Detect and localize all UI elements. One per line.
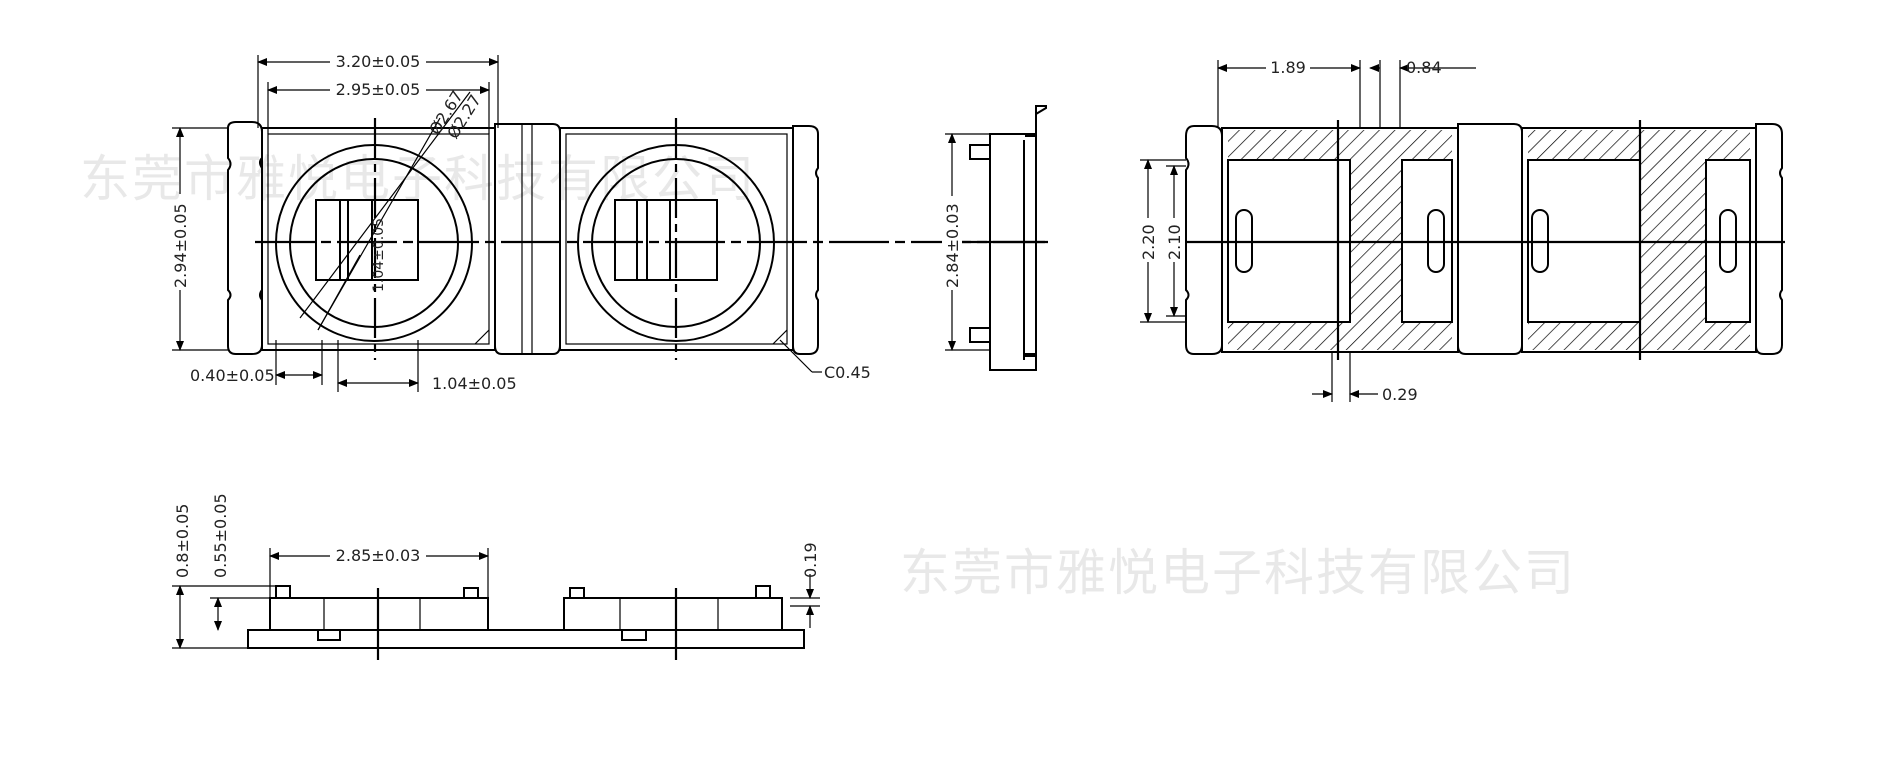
profile-view-dimensions: 0.8±0.05 0.55±0.05 2.85±0.03 0.19: [172, 493, 820, 649]
dim-pad-length: 1.89: [1270, 58, 1306, 77]
dim-step: 0.19: [801, 542, 820, 578]
dim-height: 2.94±0.05: [171, 203, 190, 288]
watermark-top: 东莞市雅悦电子科技有限公司: [80, 150, 756, 208]
dim-height-inner: 2.10: [1165, 224, 1184, 260]
dim-width-inner: 2.95±0.05: [336, 80, 421, 99]
dim-chip-width: 1.04±0.05: [432, 374, 517, 393]
dim-lens: 1.04±0.05: [371, 218, 387, 292]
dim-offset: 0.40±0.05: [190, 366, 275, 385]
top-view: [227, 91, 1045, 373]
dim-total-height: 0.8±0.05: [173, 504, 192, 578]
dim-body-height: 0.55±0.05: [211, 493, 230, 578]
bottom-view-dimensions: 1.89 0.84 2.20 2.10 0.29: [1138, 58, 1476, 404]
side-view-dimensions: 2.84±0.03: [942, 133, 990, 351]
bottom-view: [1185, 120, 1785, 360]
side-view: [960, 105, 1048, 371]
profile-view: [247, 585, 805, 660]
dim-profile-width: 2.85±0.03: [336, 546, 421, 565]
top-view-dimensions: 3.20±0.05 2.95±0.05 Ø2.67 Ø2.27 1.04±0.0…: [170, 51, 871, 393]
dim-side-height: 2.84±0.03: [943, 203, 962, 288]
dim-gap: 0.84: [1406, 58, 1442, 77]
dim-slot: 0.29: [1382, 385, 1418, 404]
dim-height-outer: 2.20: [1139, 224, 1158, 260]
dim-width-outer: 3.20±0.05: [336, 52, 421, 71]
dim-chamfer: C0.45: [824, 363, 871, 382]
watermark-bottom: 东莞市雅悦电子科技有限公司: [900, 544, 1576, 602]
